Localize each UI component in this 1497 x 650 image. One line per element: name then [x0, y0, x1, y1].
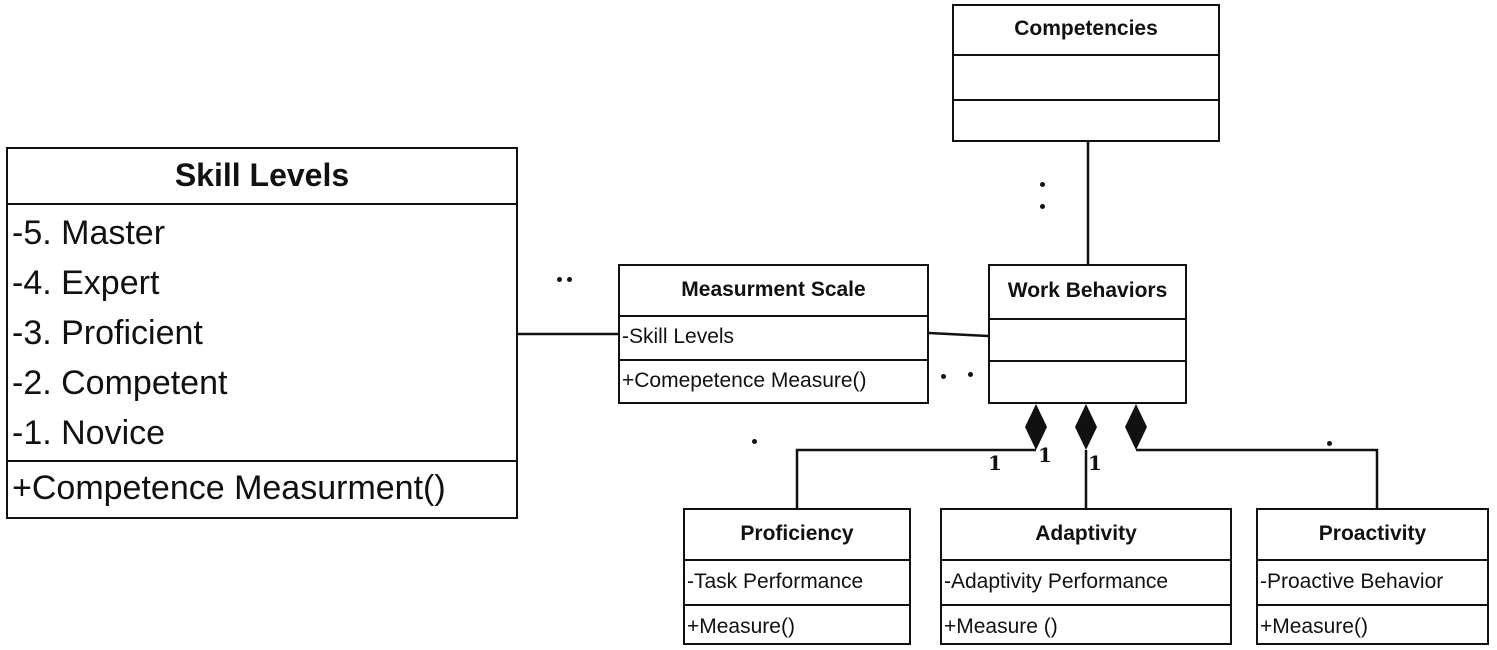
proficiency-line: [795, 448, 1036, 508]
multiplicity-adaptivity: 1: [1088, 451, 1102, 475]
attribute: -Skill Levels: [620, 317, 927, 361]
scale-to-work-line: [928, 331, 989, 338]
proactivity-line: [1136, 448, 1379, 508]
composition-diamond-left: [1025, 404, 1047, 450]
attribute: -Proactive Behavior: [1258, 561, 1487, 606]
multiplicity-dot: [567, 277, 572, 282]
class-name: Adaptivity: [942, 510, 1230, 561]
operation: +Measure(): [1260, 615, 1368, 638]
skill-levels-class: Skill Levels -5. Master -4. Expert -3. P…: [6, 147, 518, 519]
class-name: Work Behaviors: [990, 266, 1185, 320]
multiplicity-dot: [1327, 441, 1332, 446]
attribute: -1. Novice: [12, 414, 166, 452]
composition-diamond-center: [1075, 404, 1097, 450]
class-name: Competencies: [954, 6, 1218, 56]
multiplicity-dot: [968, 372, 973, 377]
proactivity-class: Proactivity -Proactive Behavior +Measure…: [1256, 508, 1489, 645]
attributes-section: [990, 320, 1185, 362]
attribute: -5. Master: [12, 214, 166, 252]
composition-diamond-right: [1125, 404, 1147, 450]
class-name: Skill Levels: [8, 149, 516, 205]
adaptivity-class: Adaptivity -Adaptivity Performance +Meas…: [940, 508, 1232, 645]
proficiency-class: Proficiency -Task Performance +Measure(): [683, 508, 911, 645]
competencies-class: Competencies: [952, 4, 1220, 142]
attribute: -3. Proficient: [12, 314, 203, 352]
attribute: -Adaptivity Performance: [942, 561, 1230, 606]
operation: +Measure (): [944, 615, 1058, 638]
operation: +Comepetence Measure(): [622, 369, 867, 392]
work-behaviors-class: Work Behaviors: [988, 264, 1187, 404]
multiplicity-proficiency: 1: [988, 451, 1002, 475]
class-name: Proficiency: [685, 510, 909, 561]
class-name: Measurment Scale: [620, 266, 927, 317]
multiplicity-center: 1: [1038, 443, 1052, 467]
multiplicity-dot: [1040, 182, 1045, 187]
multiplicity-dot: [1040, 204, 1045, 209]
attribute: -4. Expert: [12, 264, 160, 302]
attributes-section: -5. Master -4. Expert -3. Proficient -2.…: [8, 205, 516, 462]
multiplicity-dot: [941, 374, 946, 379]
class-name: Proactivity: [1258, 510, 1487, 561]
operation: +Measure(): [687, 615, 795, 638]
attribute: -Task Performance: [685, 561, 909, 606]
measurement-scale-class: Measurment Scale -Skill Levels +Comepete…: [618, 264, 929, 404]
operation: +Competence Measurment(): [12, 469, 446, 507]
multiplicity-dot: [752, 439, 757, 444]
attribute: -2. Competent: [12, 364, 228, 402]
multiplicity-dot: [557, 277, 562, 282]
attributes-section: [954, 56, 1218, 101]
